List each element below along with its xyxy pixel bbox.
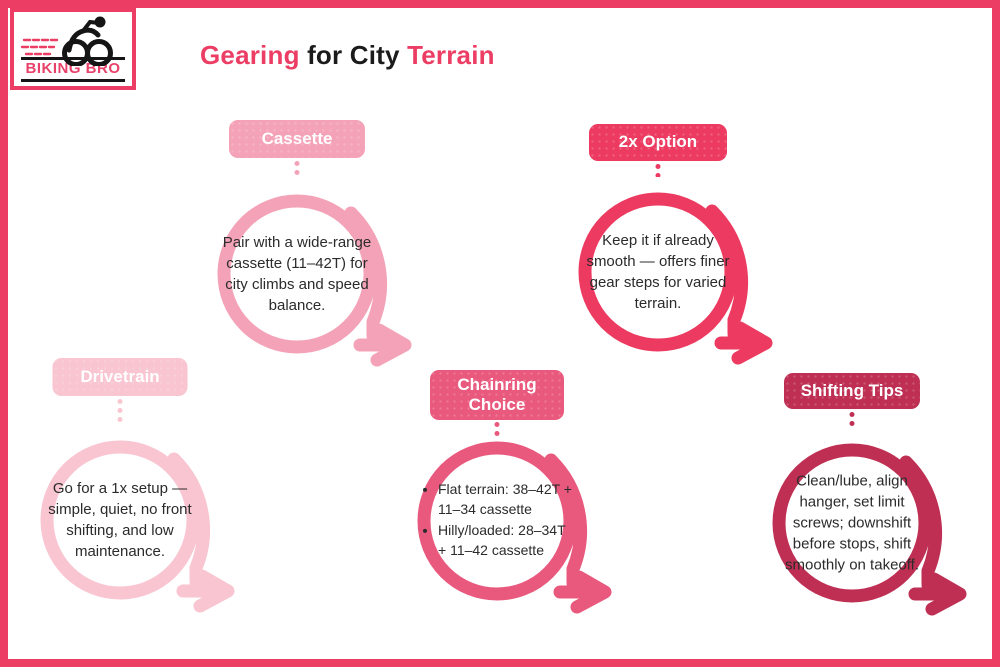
arrow-right-icon: [908, 572, 967, 616]
title-part-accent-1: Gearing: [200, 40, 308, 70]
bubble-with-arrow: [578, 192, 773, 365]
node-cassette: Cassette Pair with a wide-range cassette…: [202, 120, 437, 390]
dotted-connector: [294, 161, 300, 178]
bubble-with-arrow: [40, 440, 235, 613]
arrow-right-icon: [176, 569, 235, 613]
dotted-connector: [117, 399, 123, 423]
arrow-right-icon: [714, 321, 773, 365]
bullet-item: Hilly/loaded: 28–34T + 11–42 cassette: [438, 521, 573, 560]
bubble-with-arrow: [772, 443, 967, 616]
node-label-text: Drivetrain: [80, 366, 160, 386]
bubble-text: Pair with a wide-range cassette (11–42T)…: [222, 234, 372, 314]
node-drivetrain: Drivetrain Go for a 1x setup — simple, q…: [25, 358, 260, 633]
node-shifting-tips: Shifting Tips Clean/lube, align hanger, …: [757, 373, 992, 648]
bullet-item: Flat terrain: 38–42T + 11–34 cassette: [438, 480, 573, 519]
cyclist-icon: [20, 16, 113, 66]
page-title: Gearing for City Terrain: [200, 40, 495, 71]
node-label-cassette: Cassette: [229, 120, 365, 158]
brand-logo: BIKING BRO: [10, 8, 136, 90]
title-part-dark: for City: [307, 40, 408, 70]
dotted-connector: [494, 422, 500, 439]
node-chainring-choice: Chainring Choice Flat terrain: 38–42T + …: [402, 370, 637, 645]
chainring-bullet-list: Flat terrain: 38–42T + 11–34 cassette Hi…: [421, 480, 573, 560]
bubble-with-arrow: [217, 194, 412, 367]
logo-rule-top: [21, 56, 125, 60]
node-label-text: Shifting Tips: [800, 380, 904, 400]
arrow-right-icon: [553, 570, 612, 614]
node-label-2x-option: 2x Option: [589, 124, 727, 161]
bubble-text: Keep it if already smooth — offers finer…: [586, 232, 730, 312]
dotted-connector: [655, 164, 661, 177]
node-label-drivetrain: Drivetrain: [52, 358, 188, 396]
node-label-text: Cassette: [261, 128, 333, 148]
node-label-shifting-tips: Shifting Tips: [784, 373, 920, 409]
node-label-text: Chainring Choice: [457, 374, 537, 414]
bubble-text: Flat terrain: 38–42T + 11–34 cassette Hi…: [421, 480, 573, 562]
dotted-connector: [849, 412, 855, 427]
bubble-text: Go for a 1x setup — simple, quiet, no fr…: [48, 480, 192, 560]
node-label-text: 2x Option: [618, 132, 698, 152]
bubble-with-arrow: [417, 441, 612, 614]
bubble-text: Clean/lube, align hanger, set limit scre…: [785, 472, 919, 574]
title-part-accent-2: Terrain: [407, 40, 495, 70]
arrow-right-icon: [353, 323, 412, 367]
logo-rule-bottom: [21, 79, 125, 82]
node-label-chainring-choice: Chainring Choice: [430, 370, 564, 420]
node-2x-option: 2x Option Keep it if already smooth — of…: [563, 124, 798, 394]
